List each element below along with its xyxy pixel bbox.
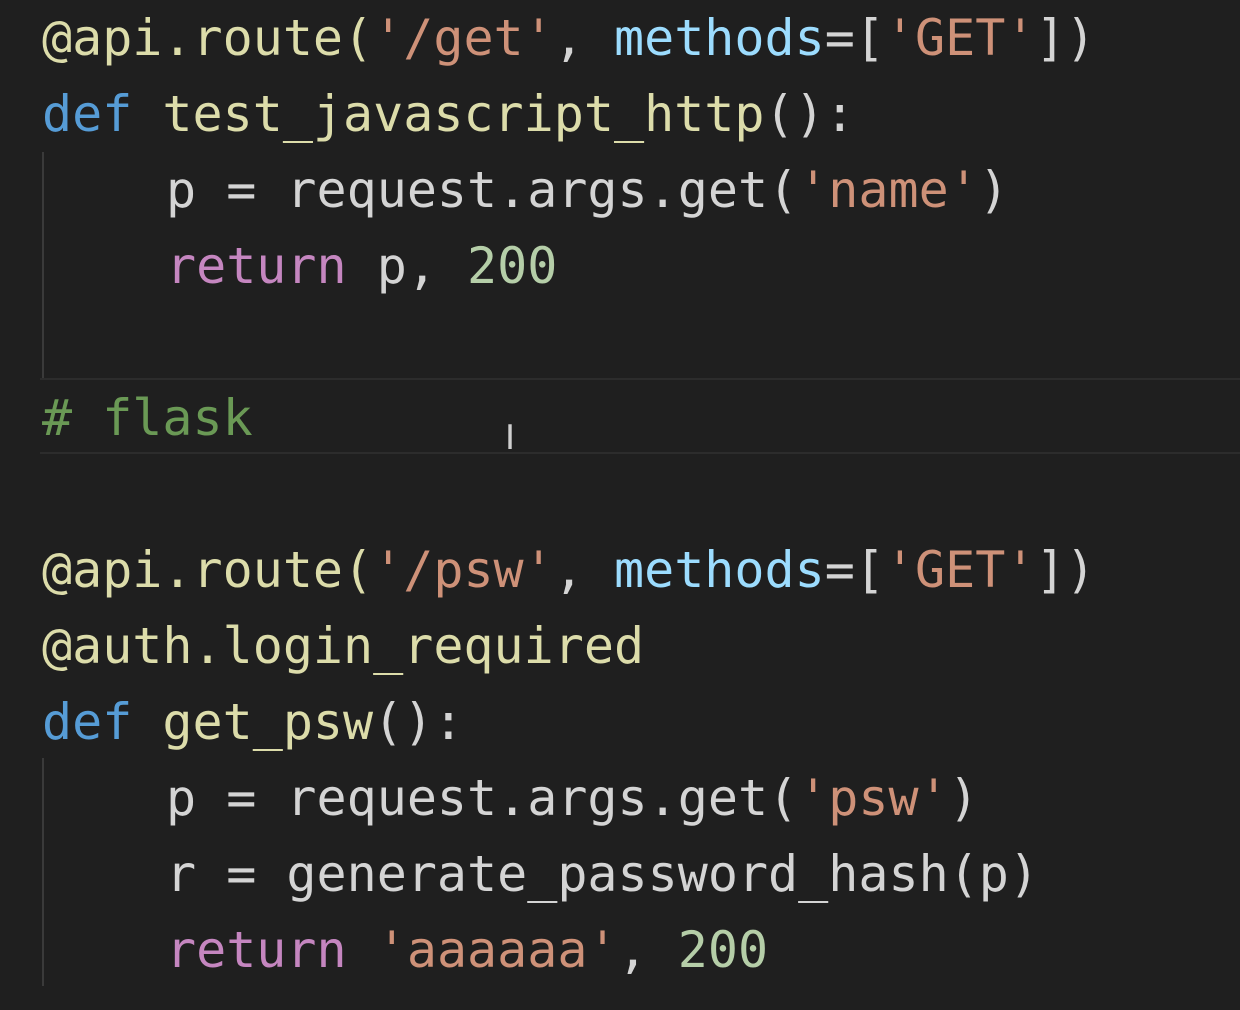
code-token: , [553, 541, 614, 599]
indent-guide [42, 758, 44, 986]
code-token [132, 693, 162, 751]
current-line-highlight [40, 378, 1240, 454]
code-token: , [553, 9, 614, 67]
code-token: p = request.args.get( [166, 769, 799, 827]
keyword-token: def [42, 85, 133, 143]
code-line[interactable]: return p, 200 [166, 228, 557, 304]
code-line[interactable]: p = request.args.get('name') [166, 152, 1009, 228]
string-token: '/psw' [373, 541, 554, 599]
code-token: p, [346, 237, 468, 295]
control-keyword-token: return [166, 237, 347, 295]
comment-token: # flask [42, 389, 253, 447]
decorator-token: @api.route( [42, 9, 374, 67]
code-token: (): [373, 693, 464, 751]
parameter-token: methods [613, 541, 825, 599]
code-line[interactable]: @api.route('/get', methods=['GET']) [42, 0, 1096, 76]
code-line[interactable]: def test_javascript_http(): [42, 76, 855, 152]
code-line[interactable]: r = generate_password_hash(p) [166, 836, 1039, 912]
decorator-token: @api.route( [42, 541, 374, 599]
code-line[interactable]: return 'aaaaaa', 200 [166, 912, 768, 988]
code-token: r = generate_password_hash(p) [166, 845, 1039, 903]
code-line[interactable]: # flask [42, 380, 253, 456]
code-token: ]) [1035, 9, 1096, 67]
code-line[interactable]: p = request.args.get('psw') [166, 760, 979, 836]
string-token: 'name' [798, 161, 979, 219]
code-line[interactable]: def get_psw(): [42, 684, 463, 760]
code-token: (): [764, 85, 855, 143]
function-name-token: test_javascript_http [162, 85, 765, 143]
function-name-token: get_psw [162, 693, 374, 751]
code-token [347, 921, 377, 979]
code-token: ) [978, 161, 1009, 219]
decorator-token: @auth.login_required [42, 617, 645, 675]
string-token: 'GET' [884, 9, 1036, 67]
string-token: 'psw' [798, 769, 949, 827]
code-token: ]) [1035, 541, 1096, 599]
text-cursor-ibeam-icon: I [504, 418, 516, 458]
keyword-token: def [42, 693, 133, 751]
number-token: 200 [677, 921, 769, 979]
control-keyword-token: return [166, 921, 347, 979]
code-token [132, 85, 162, 143]
indent-guide [42, 152, 44, 378]
string-token: 'aaaaaa' [376, 921, 618, 979]
code-token: =[ [824, 9, 885, 67]
code-token: ) [948, 769, 979, 827]
code-line[interactable]: @auth.login_required [42, 608, 644, 684]
code-token: p = request.args.get( [166, 161, 799, 219]
code-token: =[ [824, 541, 885, 599]
number-token: 200 [467, 237, 558, 295]
string-token: 'GET' [884, 541, 1036, 599]
code-line[interactable]: @api.route('/psw', methods=['GET']) [42, 532, 1096, 608]
parameter-token: methods [613, 9, 825, 67]
code-token: , [617, 921, 678, 979]
string-token: '/get' [373, 9, 554, 67]
